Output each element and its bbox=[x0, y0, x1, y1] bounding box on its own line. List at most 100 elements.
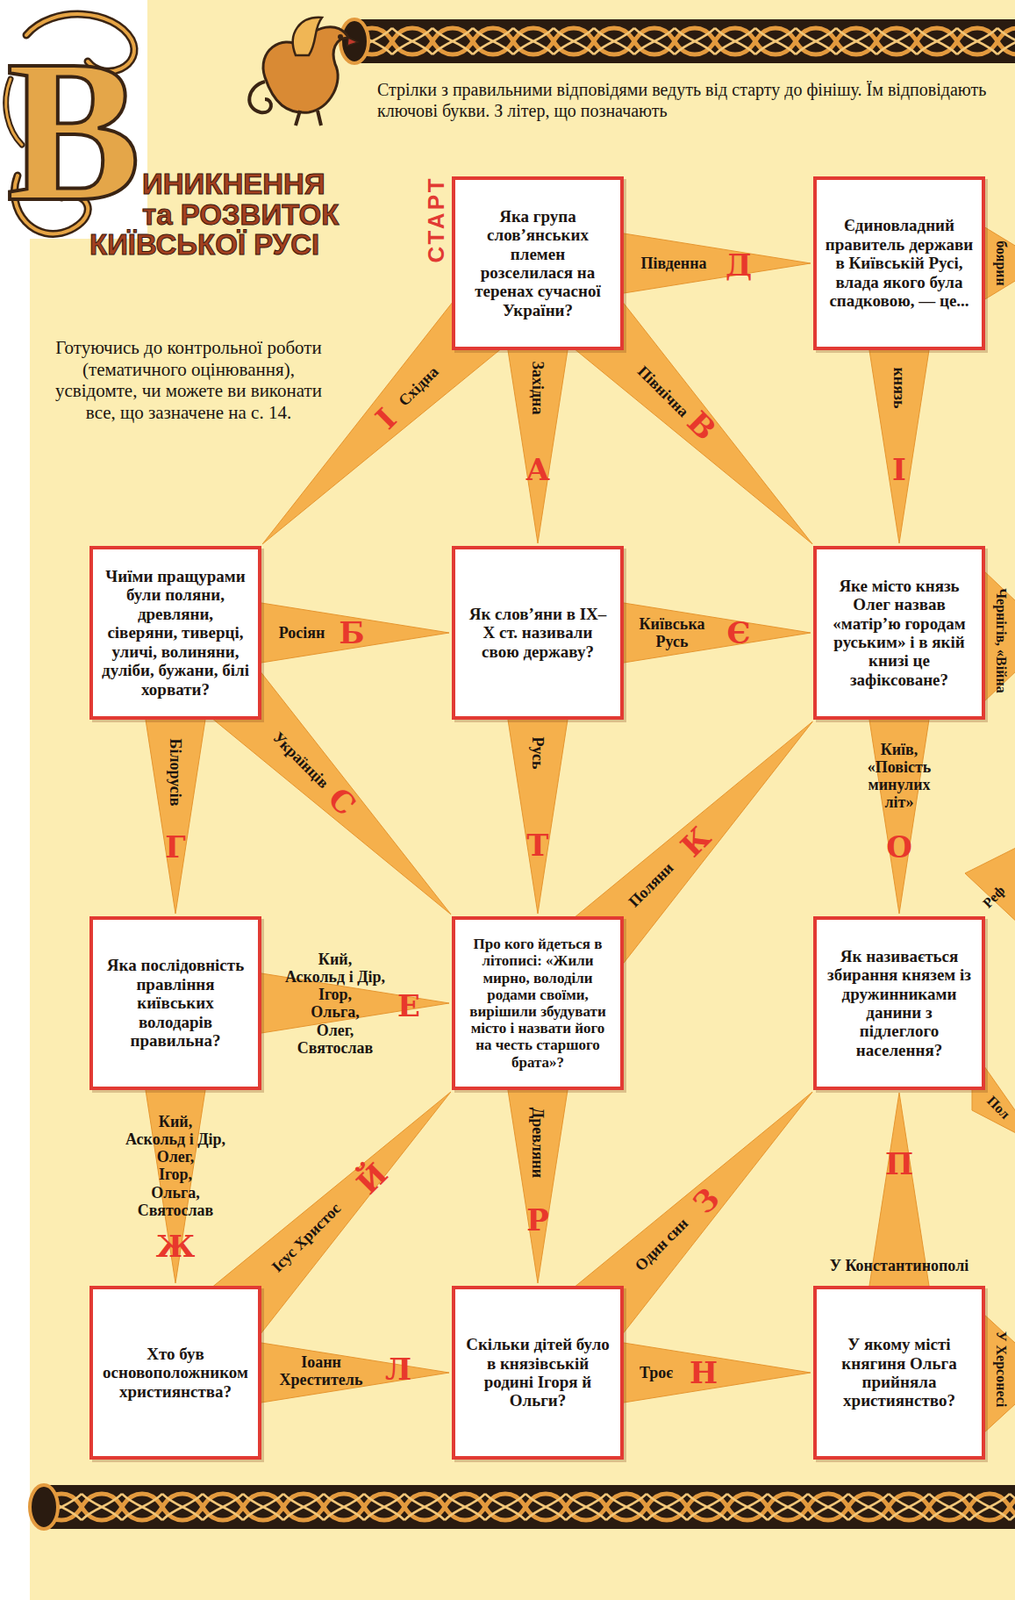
question-box: Яка група слов’янських племен розселилас… bbox=[451, 176, 624, 351]
key-letter: І bbox=[892, 454, 907, 485]
key-letter: Л bbox=[385, 1353, 412, 1384]
question-box: Скільки дітей було в князівській родині … bbox=[451, 1285, 624, 1459]
question-text: Чиїми пращурами були поляни, древляни, с… bbox=[100, 566, 251, 699]
text-line: Іоанн bbox=[279, 1352, 364, 1371]
key-letter: З bbox=[687, 1181, 724, 1218]
question-box: Яка послідовність правління київських во… bbox=[89, 915, 262, 1090]
question-box: Яке місто князь Олег назвав «матір’ю гор… bbox=[813, 545, 986, 720]
question-text: Яка група слов’янських племен розселилас… bbox=[463, 207, 613, 321]
question-box: Хто був основоположником християнства? bbox=[89, 1285, 262, 1459]
answer-label: Північна bbox=[634, 362, 693, 421]
question-text: У якому місті княгиня Ольга прийняла хри… bbox=[824, 1334, 974, 1410]
text-line: Аскольд і Дір, bbox=[125, 1129, 226, 1148]
key-letter: Є bbox=[726, 617, 751, 648]
answer-label: Древляни bbox=[528, 1107, 547, 1178]
text-line: Олег, bbox=[285, 1020, 386, 1038]
key-letter: П bbox=[885, 1148, 914, 1179]
answer-label: Поляни bbox=[624, 857, 677, 910]
text-line: ИНИКНЕННЯ bbox=[142, 169, 339, 201]
initial-letter: В bbox=[6, 30, 141, 233]
question-text: Як слов’яни в IX–X ст. називали свою дер… bbox=[463, 604, 613, 661]
key-letter: Е bbox=[397, 990, 421, 1021]
text-line: Ігор, bbox=[285, 985, 386, 1003]
initial-ground bbox=[0, 0, 148, 239]
text-line: КИЇВСЬКОЇ РУСІ bbox=[89, 229, 339, 261]
note-text: Готуючись до контрольної роботи (тематич… bbox=[54, 336, 323, 423]
answer-label: Київська Русь bbox=[639, 614, 706, 651]
question-text: Хто був основоположником християнства? bbox=[100, 1343, 251, 1401]
offpage-answer: боярин bbox=[993, 240, 1009, 286]
griffin-illustration bbox=[249, 17, 358, 126]
question-text: Яке місто князь Олег назвав «матір’ю гор… bbox=[824, 576, 974, 690]
answer-label: Східна bbox=[394, 362, 442, 409]
text-line: Кий, bbox=[285, 950, 386, 968]
key-letter: Т bbox=[526, 829, 549, 860]
offpage-answer: Пол bbox=[983, 1092, 1013, 1122]
offpage-arrow bbox=[964, 219, 1015, 1444]
answer-label: Київ, «Повість минулих літ» bbox=[867, 740, 932, 812]
key-letter: К bbox=[675, 821, 716, 862]
question-text: Як називається збирання князем із дружин… bbox=[824, 946, 974, 1060]
answer-label: Кий, Аскольд і Дір, Ігор, Ольга, Олег, С… bbox=[285, 950, 386, 1057]
text-line: «Повість bbox=[867, 757, 932, 776]
key-letter: Р bbox=[526, 1204, 550, 1235]
question-box: Як називається збирання князем із дружин… bbox=[813, 915, 986, 1090]
answer-label: князь bbox=[890, 366, 908, 408]
answer-label: Один син bbox=[631, 1214, 693, 1275]
question-text: Єдиновладний правитель держави в Київськ… bbox=[824, 215, 974, 310]
text-line: Хреститель bbox=[279, 1370, 364, 1388]
ornament-band bbox=[41, 1484, 1015, 1529]
answer-label: Кий, Аскольд і Дір, Олег, Ігор, Ольга, С… bbox=[125, 1112, 226, 1219]
text-line: Олег, bbox=[125, 1147, 226, 1166]
text-line: Ігор, bbox=[125, 1165, 226, 1183]
offpage-answer: У Херсонесі bbox=[993, 1330, 1009, 1407]
question-text: Скільки дітей було в князівській родині … bbox=[463, 1334, 613, 1410]
answer-label: Троє bbox=[639, 1363, 673, 1381]
ornament-end bbox=[29, 1484, 58, 1529]
key-letter: Й bbox=[351, 1157, 394, 1200]
question-text: Яка послідовність правління київських во… bbox=[100, 955, 251, 1050]
answer-label: Росіян bbox=[278, 623, 326, 642]
text-line: та РОЗВИТОК bbox=[142, 200, 339, 231]
question-box: Чиїми пращурами були поляни, древляни, с… bbox=[89, 545, 262, 720]
text-line: Святослав bbox=[125, 1200, 226, 1218]
key-letter: Г bbox=[164, 831, 186, 862]
answer-label: Ісус Христос bbox=[268, 1199, 345, 1276]
answer-label: У Константинополі bbox=[829, 1256, 969, 1274]
offpage-answer: Чернігів, «Війна bbox=[993, 587, 1009, 693]
page-margin bbox=[0, 0, 30, 1600]
key-letter: С bbox=[322, 781, 361, 820]
text-line: Київ, bbox=[867, 740, 932, 758]
text-line: літ» bbox=[867, 793, 932, 811]
answer-label: Південна bbox=[640, 254, 707, 272]
key-letter: Ж bbox=[156, 1230, 196, 1261]
text-line: Ольга, bbox=[285, 1002, 386, 1021]
start-label: СТАРТ bbox=[422, 175, 451, 263]
intro-text: Стрілки з правильними відповідями ведуть… bbox=[377, 78, 992, 122]
offpage-answer: Реф bbox=[979, 882, 1008, 911]
question-text: Про кого йдеться в літописі: «Жили мирно… bbox=[463, 935, 613, 1071]
text-line: Ольга, bbox=[125, 1182, 226, 1201]
question-box: Як слов’яни в IX–X ст. називали свою дер… bbox=[451, 545, 624, 720]
key-letter: О bbox=[886, 831, 913, 862]
answer-label: Білорусів bbox=[166, 738, 185, 807]
text-line: минулих bbox=[867, 775, 932, 794]
key-letter: Н bbox=[689, 1357, 718, 1387]
answer-label: Іоанн Хреститель bbox=[279, 1352, 364, 1388]
key-letter: Д bbox=[725, 250, 752, 280]
answer-label: Українців bbox=[269, 728, 333, 792]
text-line: Аскольд і Дір, bbox=[285, 967, 386, 986]
question-box: Єдиновладний правитель держави в Київськ… bbox=[813, 176, 986, 351]
text-line: Русь bbox=[639, 632, 706, 651]
ornament-end bbox=[340, 19, 369, 64]
key-letter: І bbox=[370, 402, 401, 434]
answer-label: Русь bbox=[528, 736, 547, 770]
text-line: Кий, bbox=[125, 1112, 226, 1130]
question-box: У якому місті княгиня Ольга прийняла хри… bbox=[813, 1285, 986, 1459]
key-letter: А bbox=[525, 454, 551, 485]
answer-label: Західна bbox=[528, 361, 547, 415]
key-letter: Б bbox=[338, 617, 365, 648]
text-line: Святослав bbox=[285, 1037, 386, 1056]
